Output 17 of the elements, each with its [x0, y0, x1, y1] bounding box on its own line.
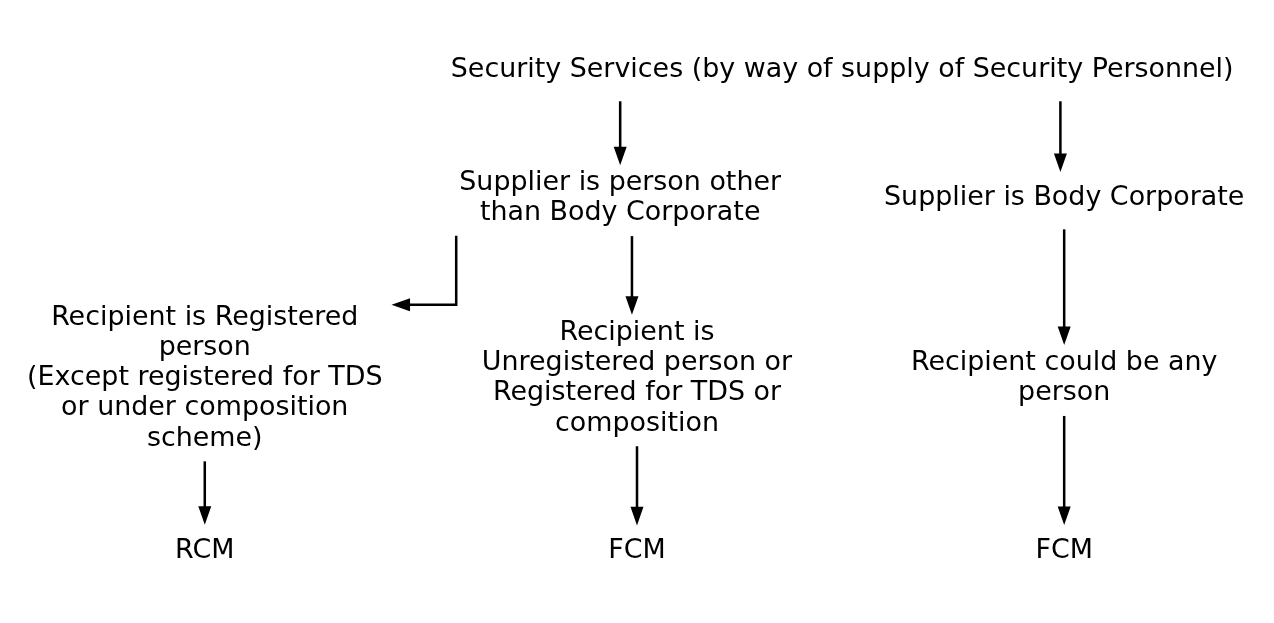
arrow: [613, 101, 627, 166]
node-text: Security Services (by way of supply of Security Personnel): [450, 52, 1234, 84]
arrow: [391, 235, 458, 312]
arrow: [1057, 229, 1071, 346]
arrow: [625, 236, 639, 315]
node-text: Supplier is person other than Body Corporate: [459, 165, 782, 227]
node-text: Recipient is Unregistered person or Registered for TDS or composition: [481, 314, 793, 437]
arrow: [1053, 101, 1067, 173]
node-text: FCM: [608, 533, 666, 565]
arrow: [198, 461, 212, 525]
arrow: [630, 446, 644, 526]
node-text: Recipient is Registered person (Except registered for TDS or under composition scheme): [27, 299, 383, 452]
arrow: [1057, 415, 1071, 526]
node-text: FCM: [1035, 533, 1093, 565]
node-text: Supplier is Body Corporate: [884, 180, 1245, 212]
node-text: Recipient could be any person: [910, 345, 1218, 407]
node-text: RCM: [175, 533, 235, 565]
